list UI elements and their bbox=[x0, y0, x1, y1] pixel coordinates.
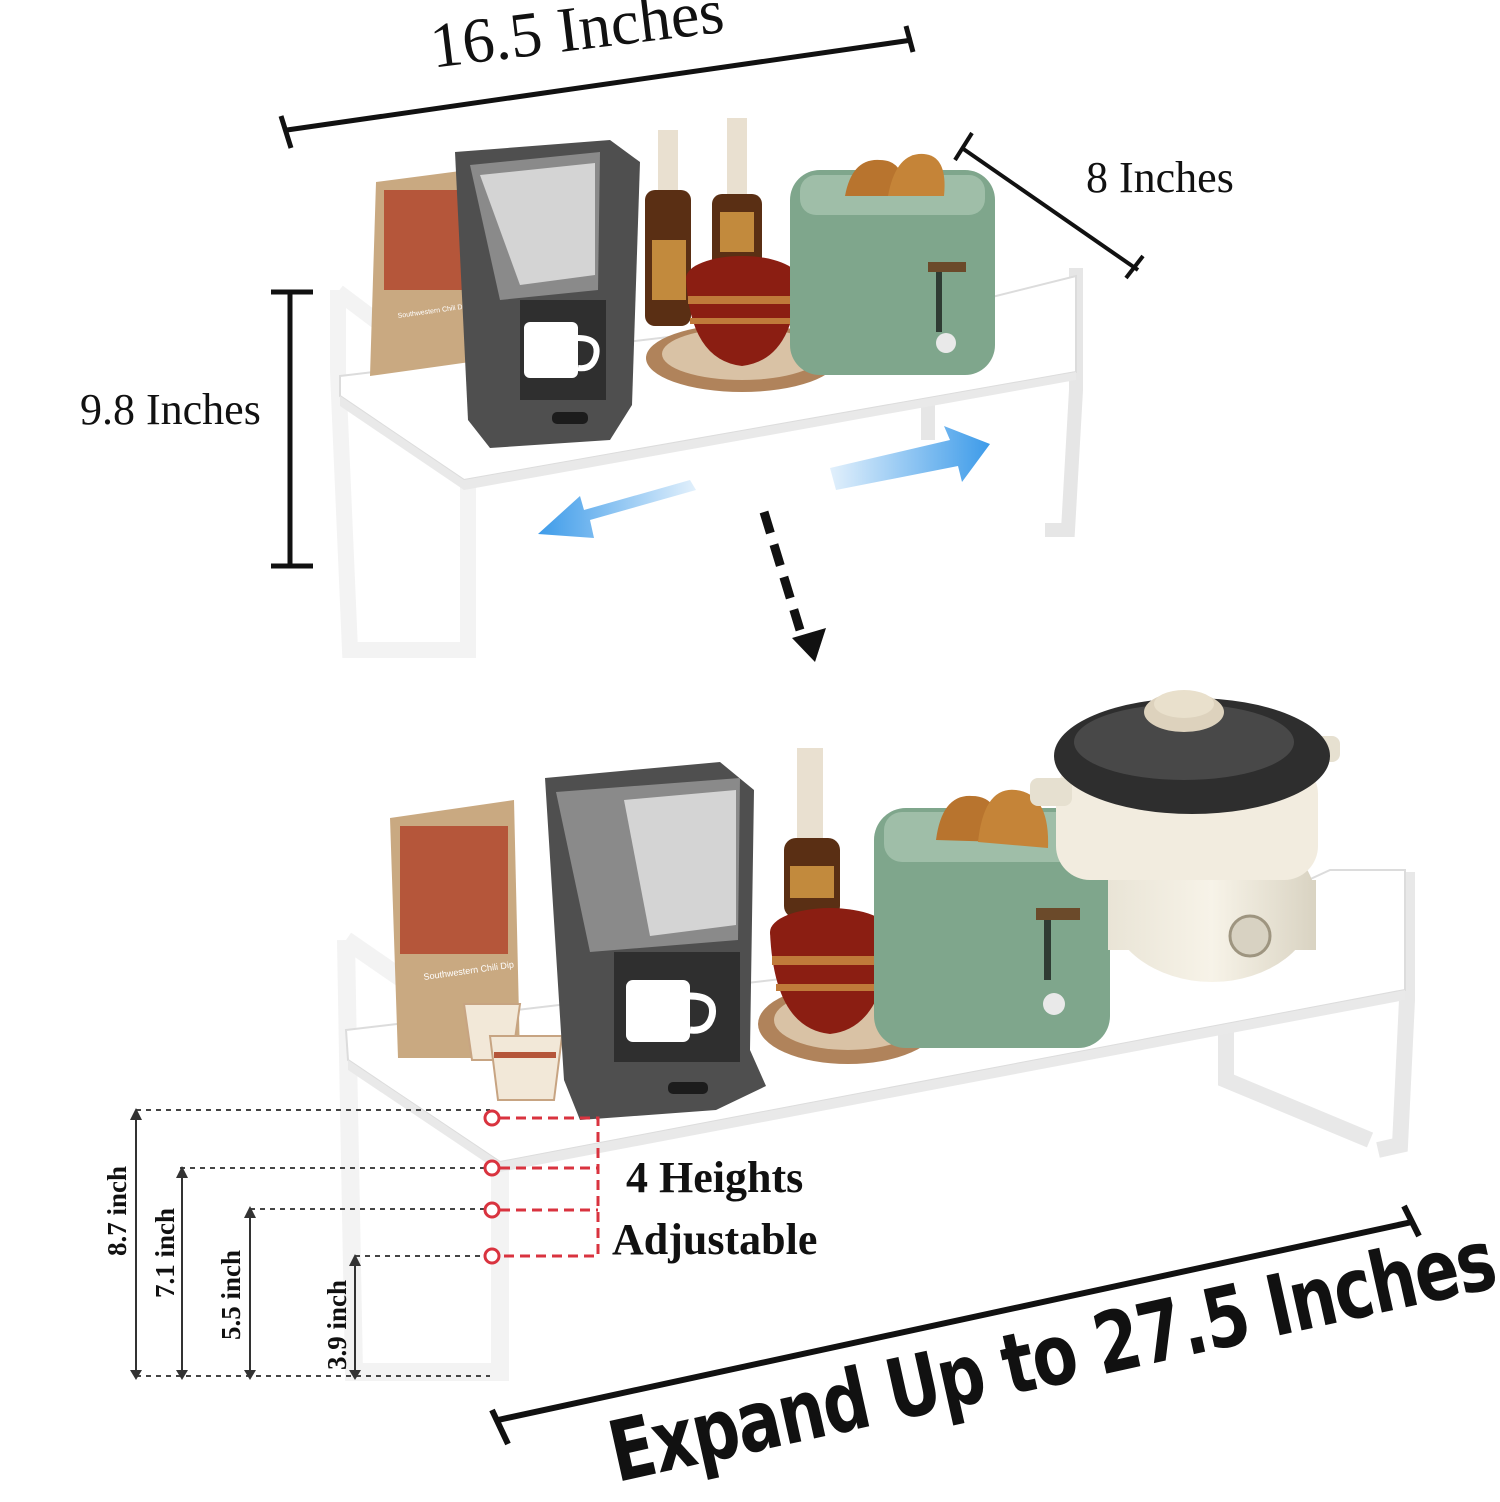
height-arrows bbox=[135, 1114, 356, 1376]
top-shelf-scene: Southwestern Chili Dip bbox=[271, 25, 1145, 662]
depth-dimension-line bbox=[953, 131, 1145, 280]
expand-dimension-line bbox=[489, 1204, 1422, 1446]
bottom-toaster bbox=[874, 789, 1110, 1048]
adjustable-holes-bracket bbox=[500, 1116, 600, 1258]
adjustment-holes bbox=[483, 1109, 501, 1265]
down-transition-arrow bbox=[759, 510, 805, 632]
bottom-coffee-maker bbox=[545, 762, 766, 1120]
height-label: 9.8 Inches bbox=[80, 385, 261, 434]
height-label-5-5: 5.5 inch bbox=[216, 1249, 246, 1340]
top-chili-dip-package: Southwestern Chili Dip bbox=[370, 170, 470, 376]
bottom-cooking-pot bbox=[1030, 690, 1340, 982]
height-dimension-line bbox=[271, 289, 313, 569]
height-label-3-9: 3.9 inch bbox=[322, 1279, 352, 1370]
top-expand-arrow-right bbox=[830, 426, 990, 490]
top-expand-arrow-left bbox=[538, 480, 696, 538]
height-label-8-7: 8.7 inch bbox=[102, 1165, 132, 1256]
height-guide-lines bbox=[136, 1109, 490, 1377]
bottom-chili-dip-package: Southwestern Chili Dip bbox=[390, 800, 520, 1058]
bottom-sauce-bottle bbox=[784, 748, 840, 918]
adjustable-title-line1: 4 Heights bbox=[626, 1153, 804, 1202]
bottom-shelf-scene: Southwestern Chili Dip bbox=[130, 690, 1422, 1446]
height-label-7-1: 7.1 inch bbox=[150, 1207, 180, 1298]
adjustable-title-line2: Adjustable bbox=[612, 1215, 818, 1264]
bottom-cups bbox=[462, 1003, 564, 1101]
top-toaster bbox=[790, 153, 995, 375]
top-coffee-maker bbox=[455, 140, 640, 448]
width-dimension-line bbox=[278, 25, 916, 149]
depth-label: 8 Inches bbox=[1086, 153, 1234, 202]
bottom-shelf-right-leg bbox=[1218, 872, 1415, 1158]
